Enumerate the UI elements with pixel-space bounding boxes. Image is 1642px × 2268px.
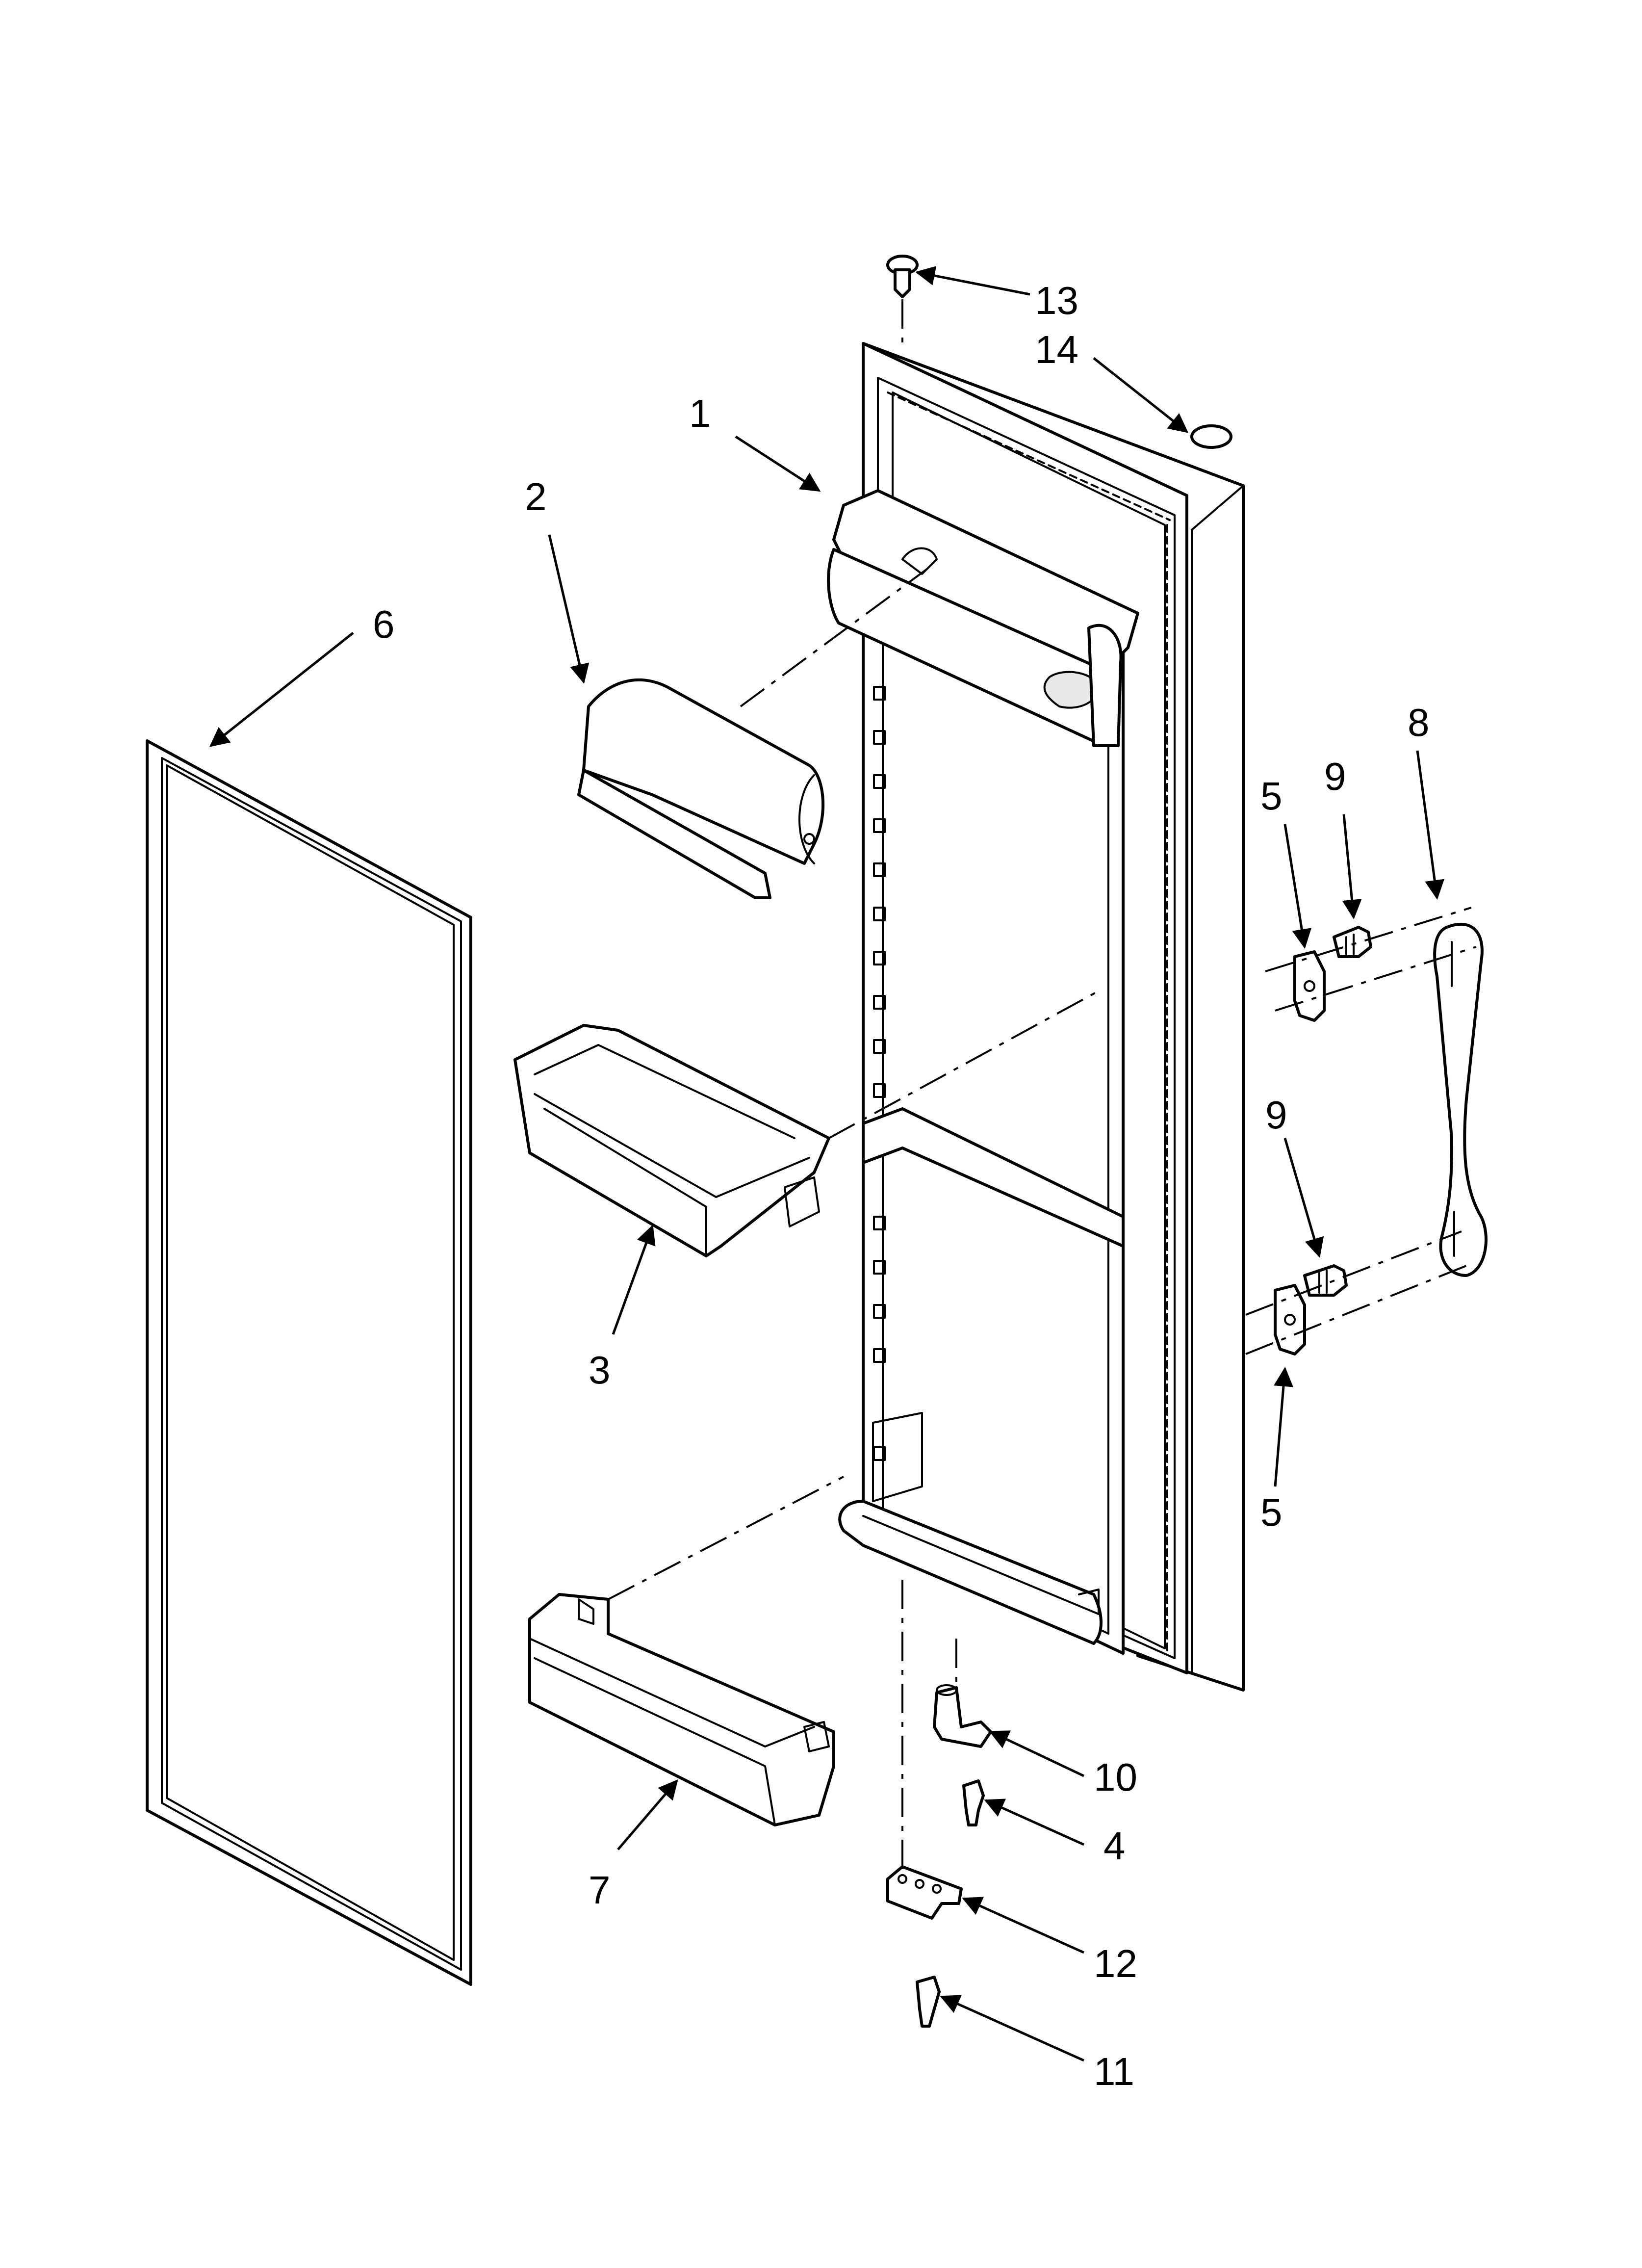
handle-screw-upper — [1333, 926, 1372, 958]
callout-14: 14 — [1035, 328, 1078, 371]
hinge-bracket — [886, 1865, 963, 1920]
callout-9-lower: 9 — [1265, 1093, 1287, 1137]
dairy-compartment-cover — [577, 678, 825, 899]
callout-6: 6 — [373, 602, 395, 646]
hinge-screw — [962, 1779, 985, 1826]
handle-mount-lower — [1274, 1284, 1306, 1356]
callout-4: 4 — [1103, 1824, 1126, 1868]
callout-1: 1 — [689, 391, 711, 435]
callout-13: 13 — [1035, 279, 1078, 322]
door-plug — [886, 255, 919, 298]
door-bin-lower — [528, 1593, 835, 1826]
callout-12: 12 — [1094, 1942, 1137, 1985]
bracket-screw — [916, 1976, 941, 2028]
handle-mount-upper — [1293, 950, 1326, 1022]
handle-screw-lower — [1303, 1264, 1348, 1297]
shelf-peg-column — [873, 686, 886, 1461]
callout-3: 3 — [589, 1348, 611, 1392]
callout-7: 7 — [589, 1868, 611, 1912]
refrigerator-door — [827, 342, 1245, 1692]
callout-11: 11 — [1094, 2050, 1134, 2093]
callout-9-upper: 9 — [1324, 755, 1346, 798]
door-bin-upper — [513, 1024, 830, 1257]
callout-2: 2 — [525, 475, 547, 519]
door-gasket — [146, 739, 472, 1986]
callout-5-upper: 5 — [1260, 774, 1283, 818]
callout-8: 8 — [1408, 701, 1430, 744]
alignment-lines — [608, 299, 1477, 1869]
hinge-cap — [1190, 424, 1232, 449]
leader-lines — [209, 266, 1445, 2062]
callout-5-lower: 5 — [1260, 1490, 1283, 1534]
callout-10: 10 — [1094, 1755, 1137, 1799]
door-handle — [1433, 922, 1488, 1277]
callout-labels: 13 14 1 2 6 8 5 9 9 3 5 10 4 7 12 11 — [373, 279, 1430, 2093]
hinge-pin — [933, 1684, 992, 1748]
